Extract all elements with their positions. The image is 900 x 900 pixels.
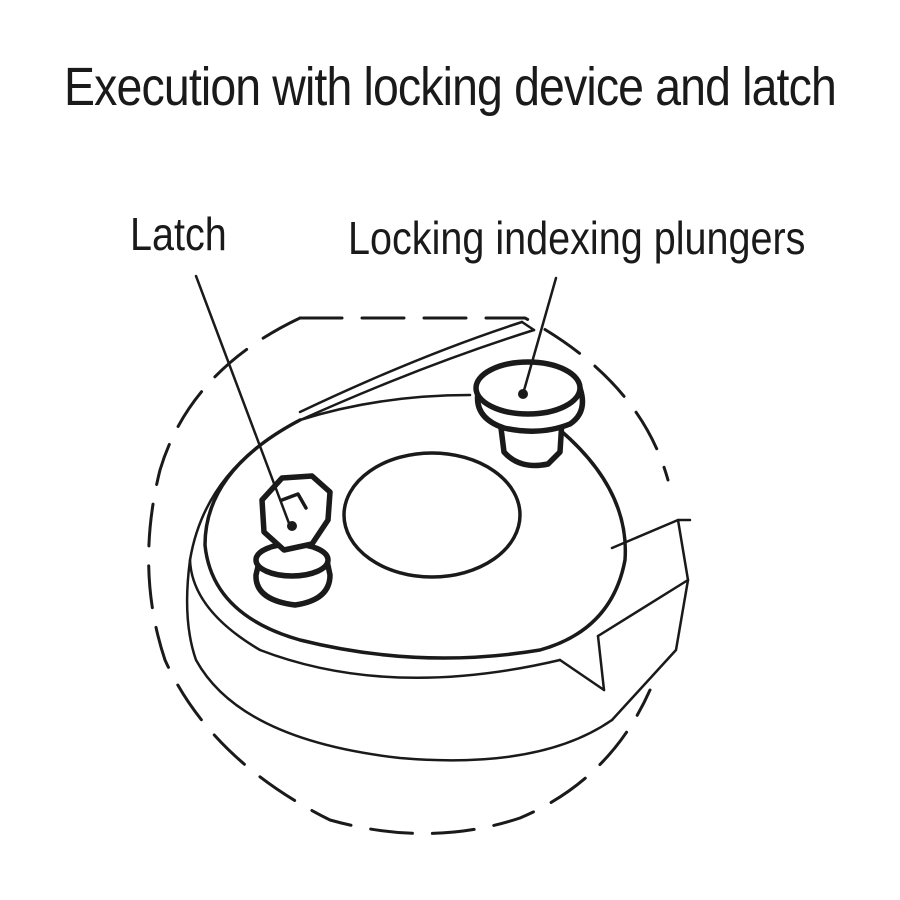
diagram-title: Execution with locking device and latch	[64, 57, 837, 117]
detail-dashed-outline	[147, 316, 670, 835]
leader-lines	[194, 274, 558, 528]
latch-label: Latch	[130, 208, 227, 260]
housing-body	[185, 320, 692, 762]
latch-part	[253, 473, 333, 608]
housing-top-face	[203, 393, 628, 660]
central-bore	[342, 451, 522, 579]
plunger-part	[473, 359, 586, 469]
plungers-label: Locking indexing plungers	[348, 212, 806, 264]
